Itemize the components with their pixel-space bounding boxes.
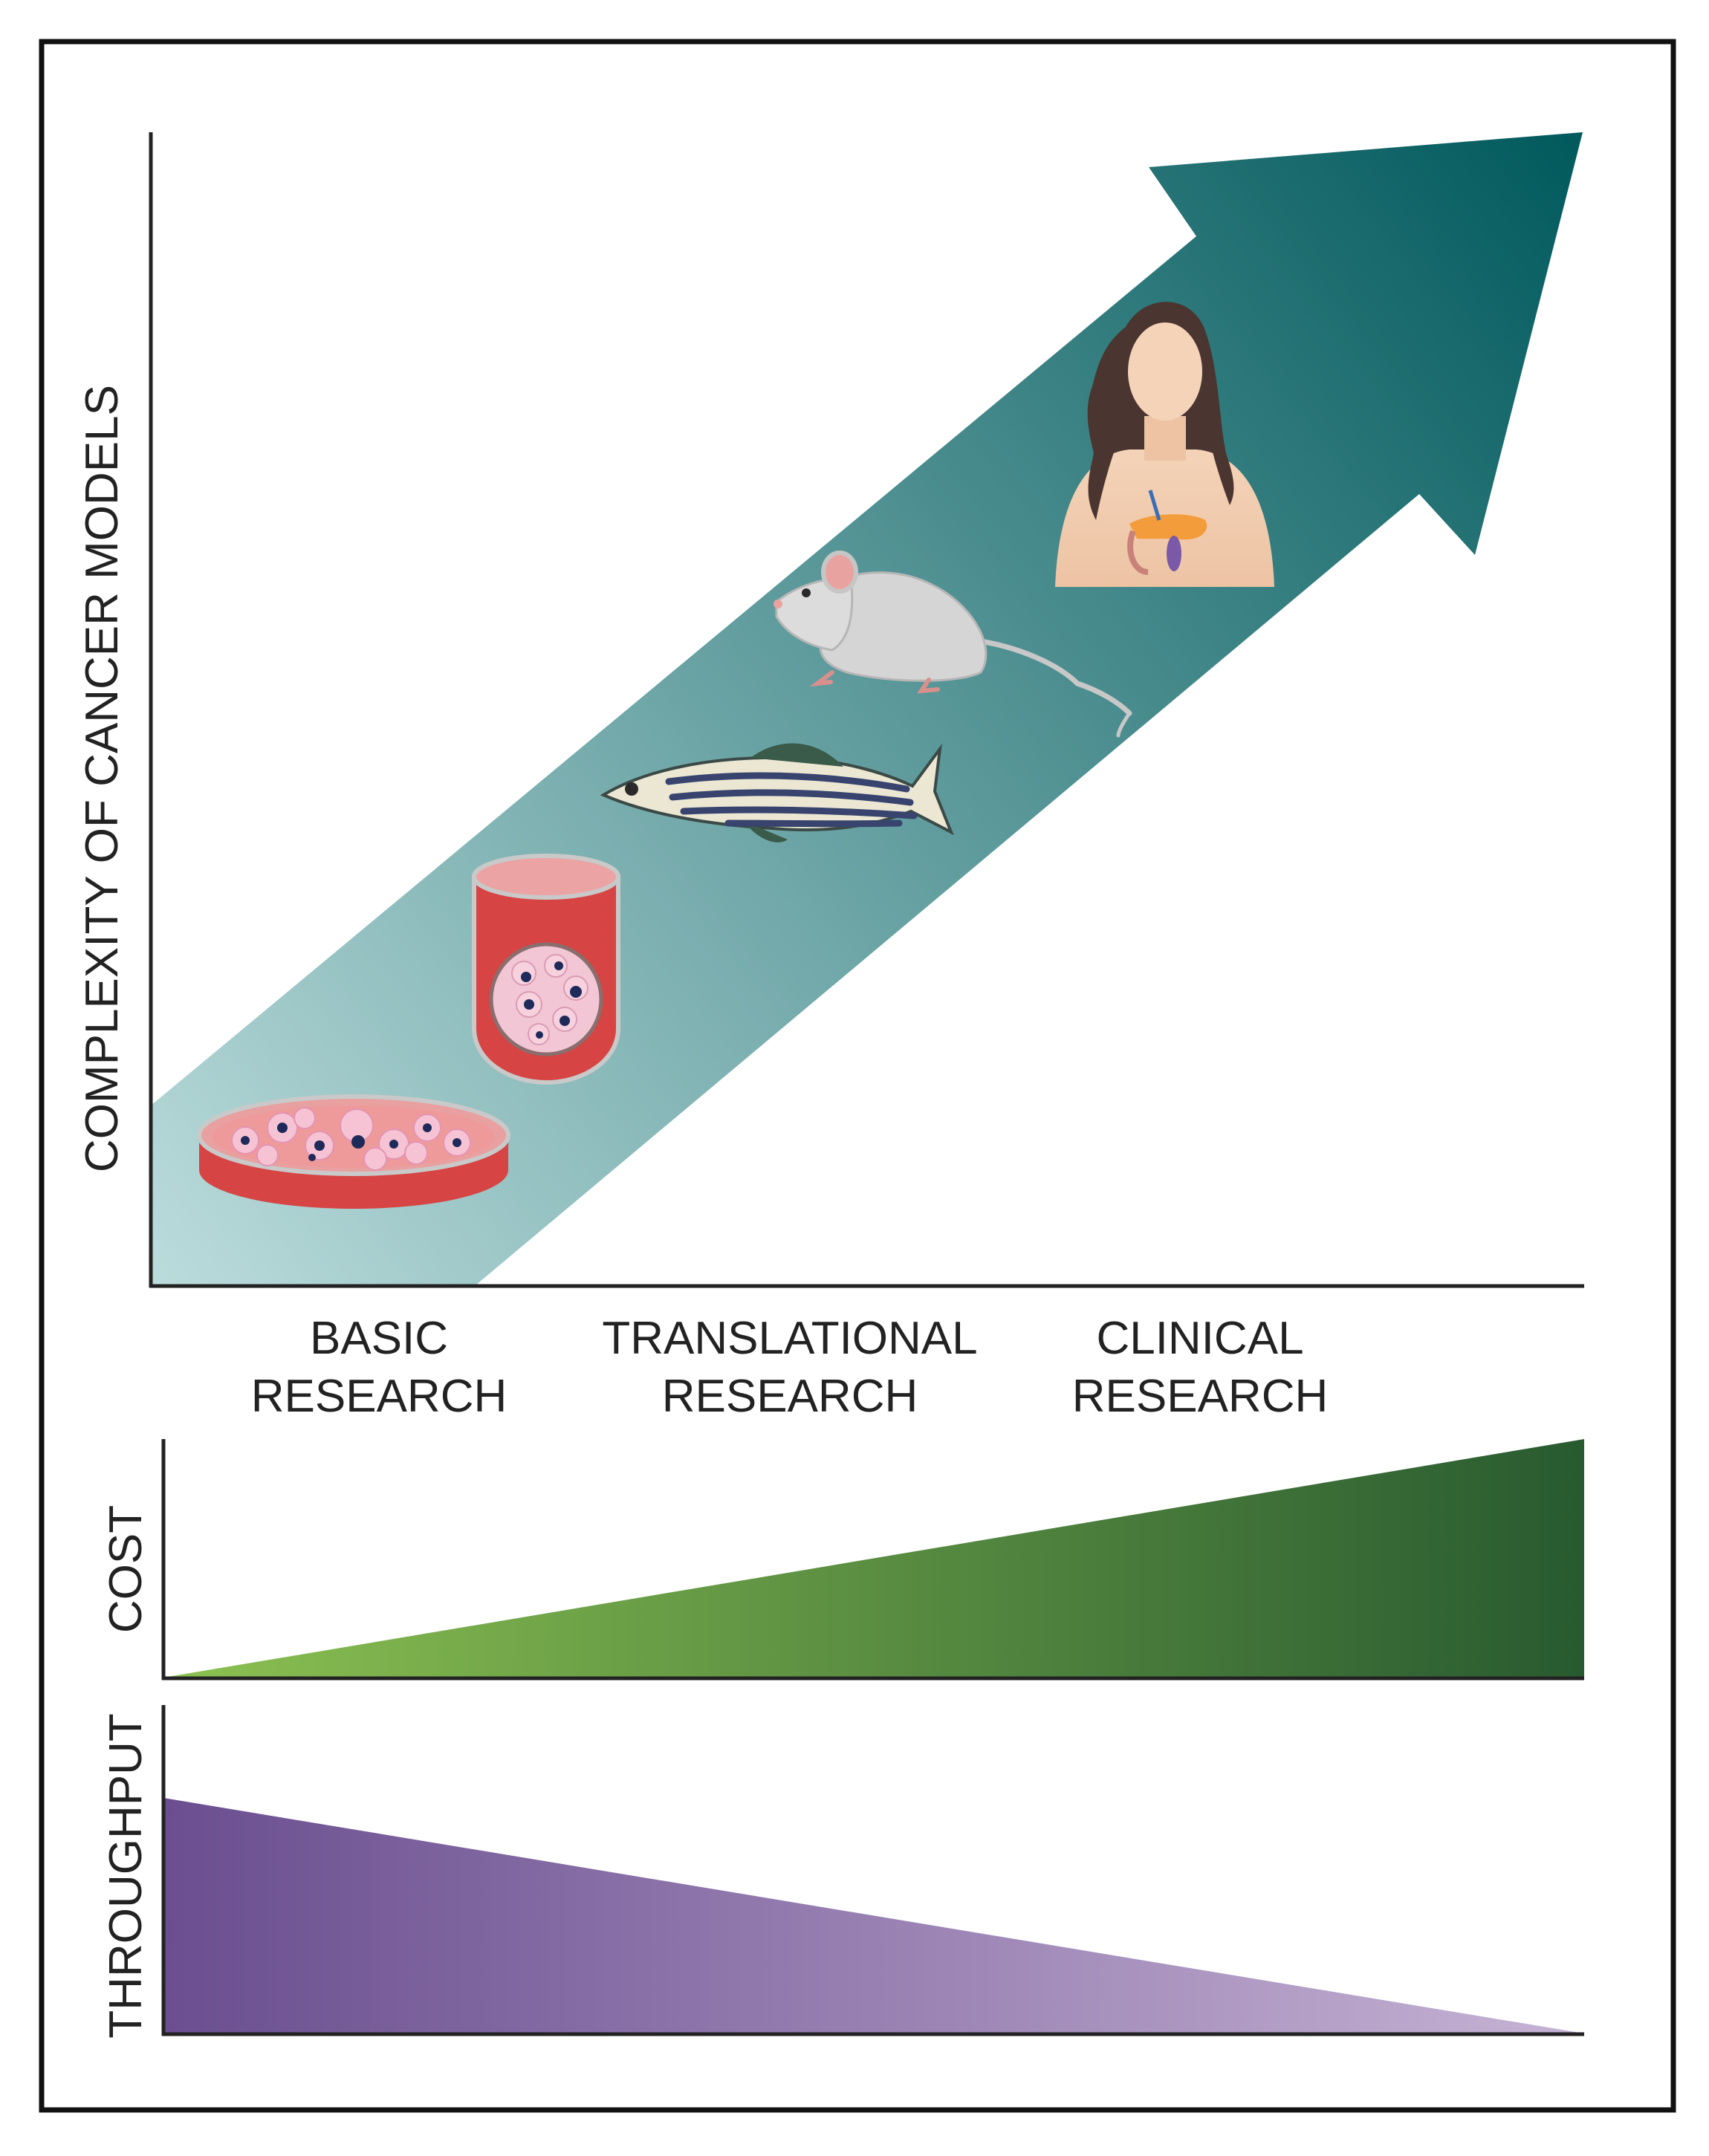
human-patient-icon: [1055, 302, 1274, 587]
mouse-icon: [774, 551, 1132, 738]
stage-clinical-line1: CLINICAL: [1096, 1313, 1303, 1364]
stage-basic-line1: BASIC: [310, 1313, 448, 1364]
throughput-panel: THROUGHPUT: [100, 1705, 1584, 2039]
organoid-tube-icon: [472, 854, 620, 1085]
cost-label: COST: [100, 1505, 152, 1633]
cost-wedge: [163, 1439, 1584, 1678]
cell-culture-dish-icon: [197, 1094, 510, 1209]
cost-panel: COST: [100, 1439, 1584, 1681]
stage-basic-line2: RESEARCH: [251, 1371, 507, 1422]
zebrafish-icon: [600, 743, 954, 842]
stage-clinical-line2: RESEARCH: [1072, 1371, 1329, 1422]
throughput-wedge: [163, 1798, 1584, 2033]
stage-translational-line2: RESEARCH: [662, 1371, 918, 1422]
y-axis-label: COMPLEXITY OF CANCER MODELS: [77, 385, 128, 1172]
throughput-label: THROUGHPUT: [100, 1713, 152, 2038]
stage-translational-line1: TRANSLATIONAL: [602, 1313, 977, 1364]
